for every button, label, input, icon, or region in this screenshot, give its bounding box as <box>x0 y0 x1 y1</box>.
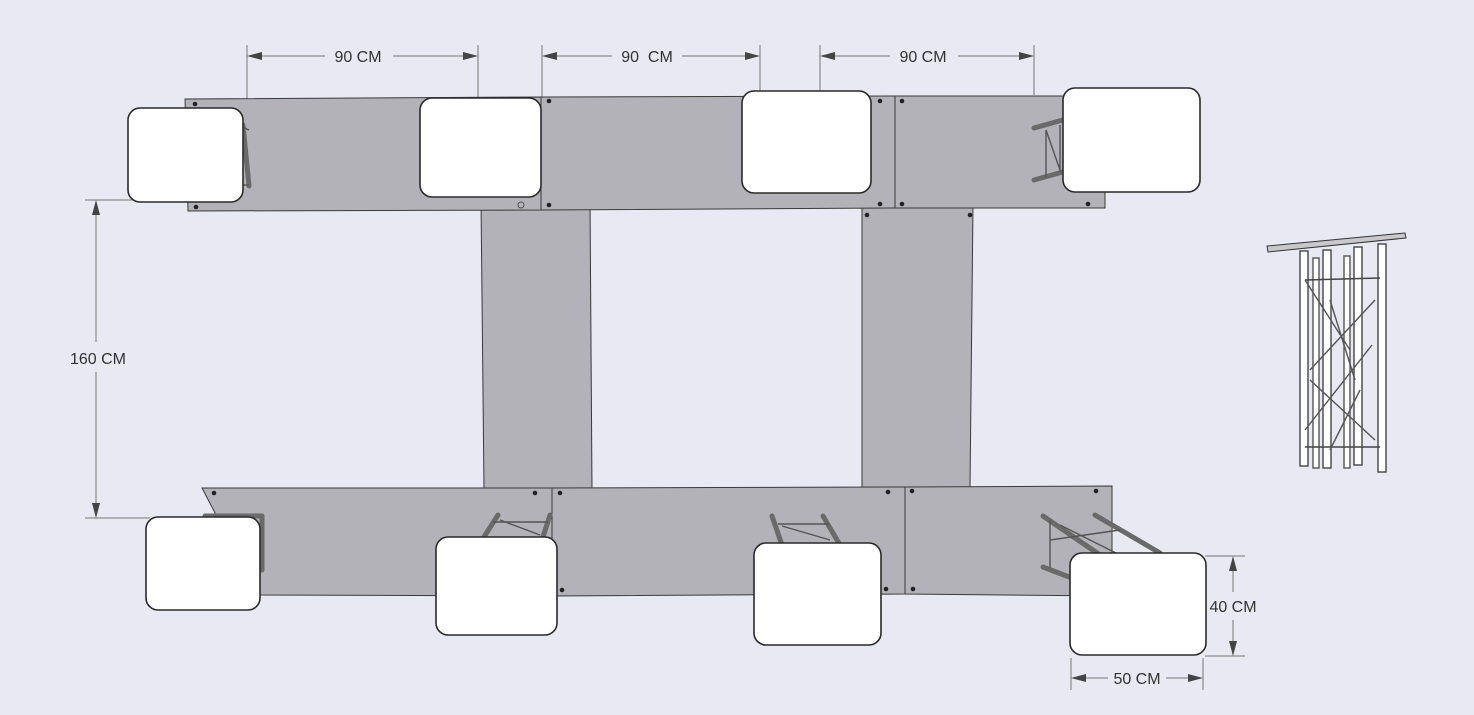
dimension-label-spacing-1: 90 CM <box>334 49 381 66</box>
dimension-label-seat-width: 50 CM <box>1113 671 1160 688</box>
bottom-table-row <box>201 485 1113 597</box>
seat-bottom-3 <box>753 542 882 646</box>
seat-top-2 <box>419 97 542 198</box>
seat-top-3 <box>741 90 872 194</box>
seat-bottom-2 <box>435 536 558 636</box>
seat-top-1 <box>127 107 244 203</box>
dimension-label-seat-depth: 40 CM <box>1209 599 1256 616</box>
seat-bottom-1 <box>145 516 261 611</box>
bottom-seats <box>145 516 1207 656</box>
dimension-label-spacing-3: 90 CM <box>899 49 946 66</box>
truss-bottom-3 <box>769 513 843 548</box>
side-view-truss-table <box>1266 232 1407 473</box>
seat-bottom-4 <box>1069 552 1207 656</box>
row-distance-dimension <box>85 199 150 519</box>
truss-bottom-2 <box>479 512 553 543</box>
dimension-label-spacing-2: 90 CM <box>621 49 673 66</box>
seat-top-4 <box>1062 87 1201 193</box>
connecting-columns <box>480 199 974 491</box>
top-dimensions <box>246 45 1035 105</box>
truss-bottom-4 <box>1040 512 1163 588</box>
top-seats <box>127 87 1201 203</box>
dimension-label-row-distance: 160 CM <box>70 351 126 368</box>
seat-size-dimensions <box>1070 555 1245 690</box>
top-table-row <box>184 95 1106 218</box>
truss-bottom-1 <box>202 513 265 573</box>
